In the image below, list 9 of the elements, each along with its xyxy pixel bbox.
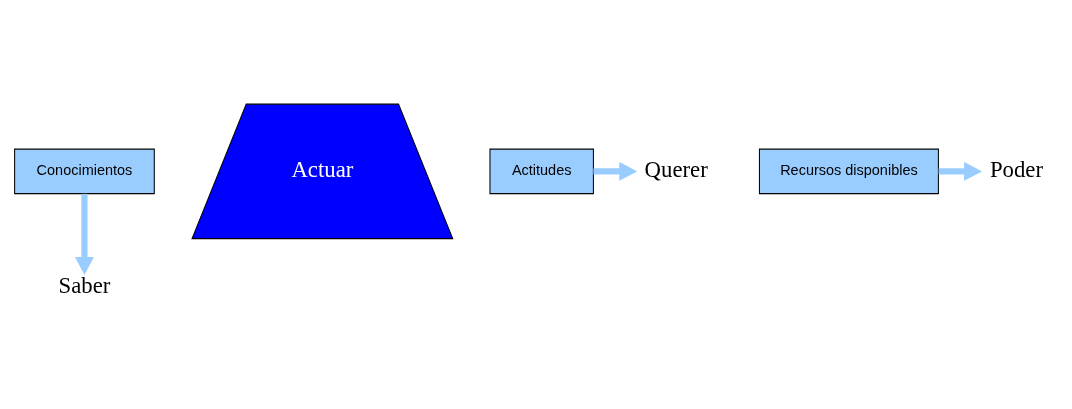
arrow <box>593 161 638 181</box>
node-box: Actitudes <box>489 148 594 194</box>
arrow <box>74 193 94 275</box>
node-box: Recursos disponibles <box>758 148 939 194</box>
arrow <box>938 161 983 181</box>
node-text: Querer <box>644 156 708 182</box>
node-text: Poder <box>989 156 1044 182</box>
node-text: Saber <box>58 272 111 298</box>
node-box: Conocimientos <box>14 148 155 194</box>
